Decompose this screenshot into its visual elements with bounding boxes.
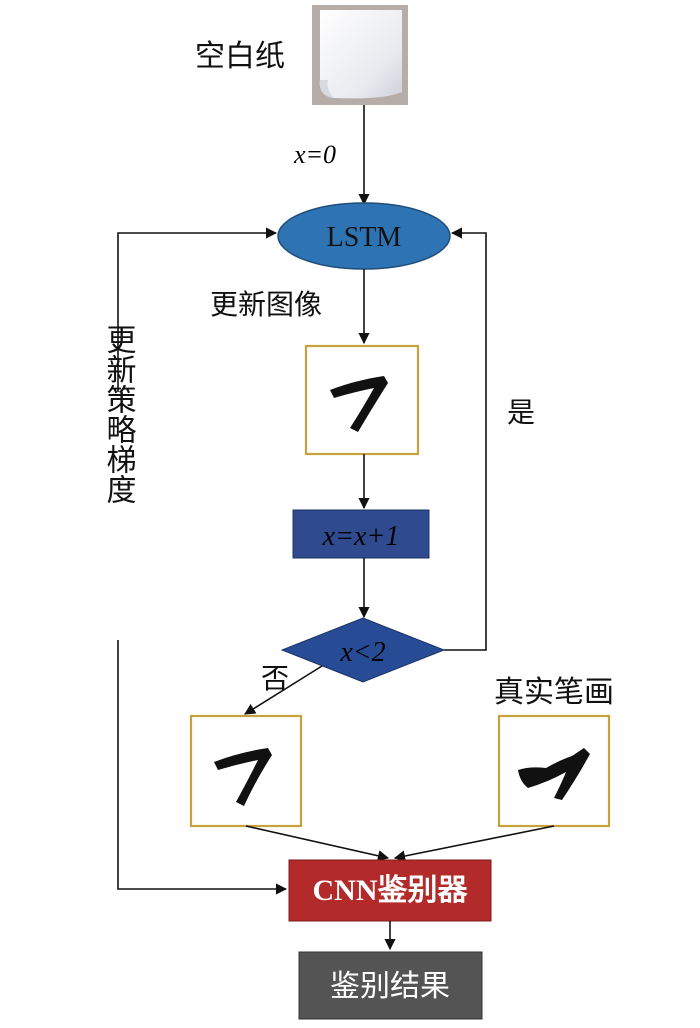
policy-gradient-arrow-down bbox=[117, 640, 288, 895]
lstm-label: LSTM bbox=[327, 222, 402, 253]
policy-gradient-label: 更新策略梯度 bbox=[101, 324, 137, 504]
init-label: x=0 bbox=[293, 140, 336, 169]
no-branch-arrow bbox=[244, 665, 323, 715]
yes-loop-arrow bbox=[444, 227, 487, 651]
increment-node bbox=[292, 509, 430, 559]
blank-paper-label: 空白纸 bbox=[195, 39, 285, 74]
real-image-to-cnn-arrow bbox=[393, 825, 555, 862]
cnn-discriminator-label: CNN鉴别器 bbox=[313, 874, 469, 907]
blank-paper-image bbox=[312, 5, 408, 105]
condition-label: x<2 bbox=[339, 637, 385, 668]
result-label: 鉴别结果 bbox=[330, 969, 450, 1004]
policy-gradient-arrow-up bbox=[117, 227, 278, 392]
svg-text:更新策略梯度: 更新策略梯度 bbox=[101, 324, 137, 504]
no-label: 否 bbox=[261, 662, 289, 695]
final-stroke-image bbox=[189, 714, 303, 828]
update-image-label: 更新图像 bbox=[210, 288, 322, 321]
real-stroke-image bbox=[497, 714, 611, 828]
cnn-discriminator-node bbox=[288, 859, 492, 922]
yes-label: 是 bbox=[507, 396, 535, 429]
final-image-to-cnn-arrow bbox=[245, 825, 390, 862]
result-node bbox=[298, 951, 483, 1020]
generated-stroke-image bbox=[304, 344, 420, 456]
condition-node bbox=[280, 617, 446, 683]
real-stroke-label: 真实笔画 bbox=[494, 675, 614, 710]
increment-label: x=x+1 bbox=[322, 521, 400, 552]
